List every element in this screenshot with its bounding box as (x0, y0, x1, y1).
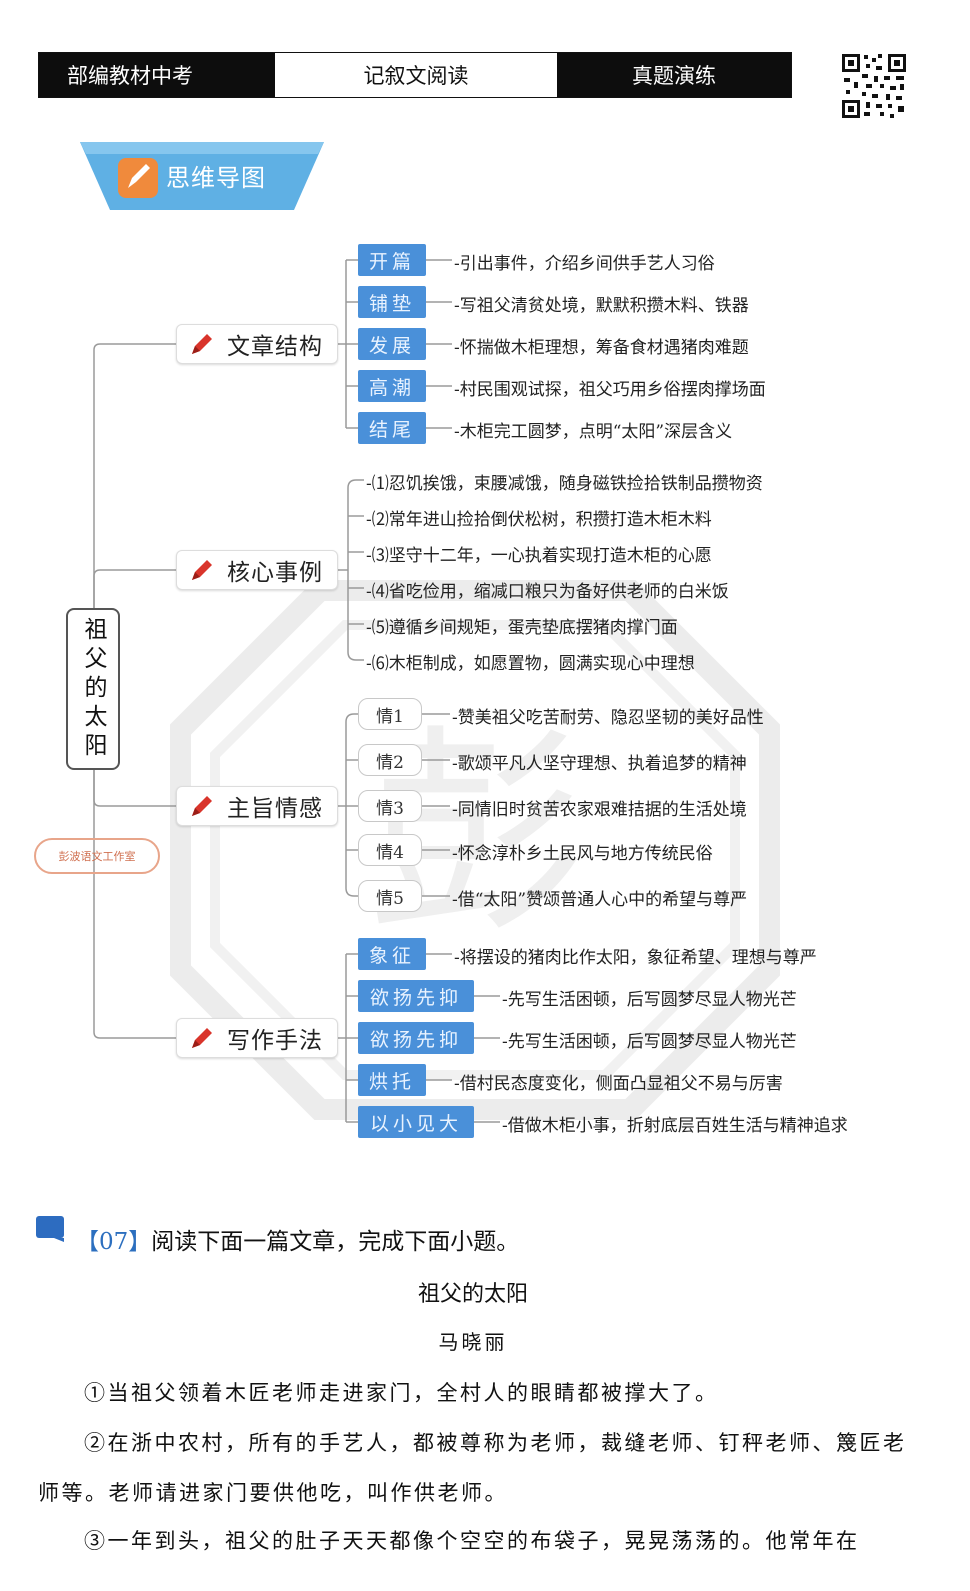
question-marker-icon (36, 1216, 64, 1242)
article-author: 马晓丽 (438, 1330, 508, 1354)
theme-leaf: -怀念淳朴乡土民风与地方传统民俗 (452, 844, 713, 864)
mindmap-root: 祖父的太阳 (66, 608, 120, 770)
article-title: 祖父的太阳 (417, 1282, 528, 1307)
article-paragraph: ②在浙中农村，所有的手艺人，都被尊称为老师，裁缝老师、钉秤老师、篾匠老师等。老师… (38, 1431, 907, 1505)
event-item: -⑴忍饥挨饿，束腰减饿，随身磁铁捡拾铁制品攒物资 (366, 474, 763, 494)
technique-tag: 以小见大 (358, 1106, 474, 1138)
pencil-icon (192, 796, 212, 816)
banner-title: 思维导图 (166, 164, 266, 192)
emotion-tag: 情5 (358, 880, 422, 912)
structure-leaf: -木柜完工圆梦，点明“太阳”深层含义 (454, 422, 733, 442)
article-paragraph: ①当祖父领着木匠老师走进家门，全村人的眼睛都被撑大了。 (84, 1381, 719, 1405)
technique-leaf: -先写生活困顿，后写圆梦尽显人物光芒 (502, 1032, 797, 1052)
technique-leaf: -先写生活困顿，后写圆梦尽显人物光芒 (502, 990, 797, 1010)
emotion-tag: 情4 (358, 834, 422, 866)
event-item: -⑷省吃俭用，缩减口粮只为备好供老师的白米饭 (366, 582, 729, 602)
category-technique: 写作手法 (176, 1018, 338, 1058)
category-theme-label: 主旨情感 (227, 796, 323, 822)
event-item: -⑵常年进山捡拾倒伏松树，积攒打造木柜木料 (366, 510, 712, 530)
pencil-icon (192, 334, 212, 354)
theme-leaf: -同情旧时贫苦农家艰难拮据的生活处境 (452, 800, 747, 820)
category-technique-label: 写作手法 (227, 1028, 323, 1054)
category-events-label: 核心事例 (227, 560, 323, 586)
pencil-icon (192, 560, 212, 580)
structure-leaf: -引出事件，介绍乡间供手艺人习俗 (454, 254, 715, 274)
technique-tag: 烘托 (358, 1064, 426, 1096)
technique-tag: 象征 (358, 938, 426, 970)
mindmap-banner (80, 142, 324, 210)
question-instruction: 阅读下面一篇文章，完成下面小题。 (151, 1229, 520, 1255)
pencil-icon (192, 1028, 212, 1048)
emotion-tag: 情3 (358, 790, 422, 822)
event-item: -⑶坚守十二年，一心执着实现打造木柜的心愿 (366, 546, 712, 566)
structure-tag: 发展 (358, 328, 426, 360)
header-middle-label: 记叙文阅读 (275, 53, 557, 97)
technique-tag: 欲扬先抑 (358, 980, 474, 1012)
header-left-label: 部编教材中考 (39, 53, 275, 97)
structure-tag: 开篇 (358, 244, 426, 276)
header-bar: 部编教材中考 记叙文阅读 真题演练 (38, 52, 792, 98)
structure-tag: 结尾 (358, 412, 426, 444)
structure-leaf: -村民围观试探，祖父巧用乡俗摆肉撑场面 (454, 380, 766, 400)
theme-leaf: -歌颂平凡人坚守理想、执着追梦的精神 (452, 754, 747, 774)
structure-tag: 铺垫 (358, 286, 426, 318)
theme-leaf: -赞美祖父吃苦耐劳、隐忍坚韧的美好品性 (452, 708, 764, 728)
category-theme: 主旨情感 (176, 786, 338, 826)
technique-leaf: -借做木柜小事，折射底层百姓生活与精神追求 (502, 1116, 848, 1136)
header-right-label: 真题演练 (557, 53, 791, 97)
structure-leaf: -写祖父清贫处境，默默积攒木料、铁器 (454, 296, 749, 316)
category-structure-label: 文章结构 (227, 334, 323, 360)
structure-tag: 高潮 (358, 370, 426, 402)
qr-code-icon (840, 52, 908, 120)
category-structure: 文章结构 (176, 324, 338, 364)
question-heading: 【07】阅读下面一篇文章，完成下面小题。 (76, 1222, 519, 1256)
question-number: 【07】 (76, 1229, 152, 1255)
studio-stamp: 彭波语文工作室 (34, 838, 160, 874)
event-item: -⑸遵循乡间规矩，蛋壳垫底摆猪肉撑门面 (366, 618, 678, 638)
technique-tag: 欲扬先抑 (358, 1022, 474, 1054)
structure-leaf: -怀揣做木柜理想，筹备食材遇猪肉难题 (454, 338, 749, 358)
technique-leaf: -将摆设的猪肉比作太阳，象征希望、理想与尊严 (454, 948, 817, 968)
event-item: -⑹木柜制成，如愿置物，圆满实现心中理想 (366, 654, 695, 674)
theme-leaf: -借“太阳”赞颂普通人心中的希望与尊严 (452, 890, 748, 910)
category-events: 核心事例 (176, 550, 338, 590)
emotion-tag: 情1 (358, 698, 422, 730)
mindmap-root-label: 祖父的太阳 (80, 616, 106, 762)
emotion-tag: 情2 (358, 744, 422, 776)
article-paragraph: ③一年到头，祖父的肚子天天都像个空空的布袋子，晃晃荡荡的。他常年在 (84, 1529, 860, 1553)
technique-leaf: -借村民态度变化，侧面凸显祖父不易与厉害 (454, 1074, 783, 1094)
